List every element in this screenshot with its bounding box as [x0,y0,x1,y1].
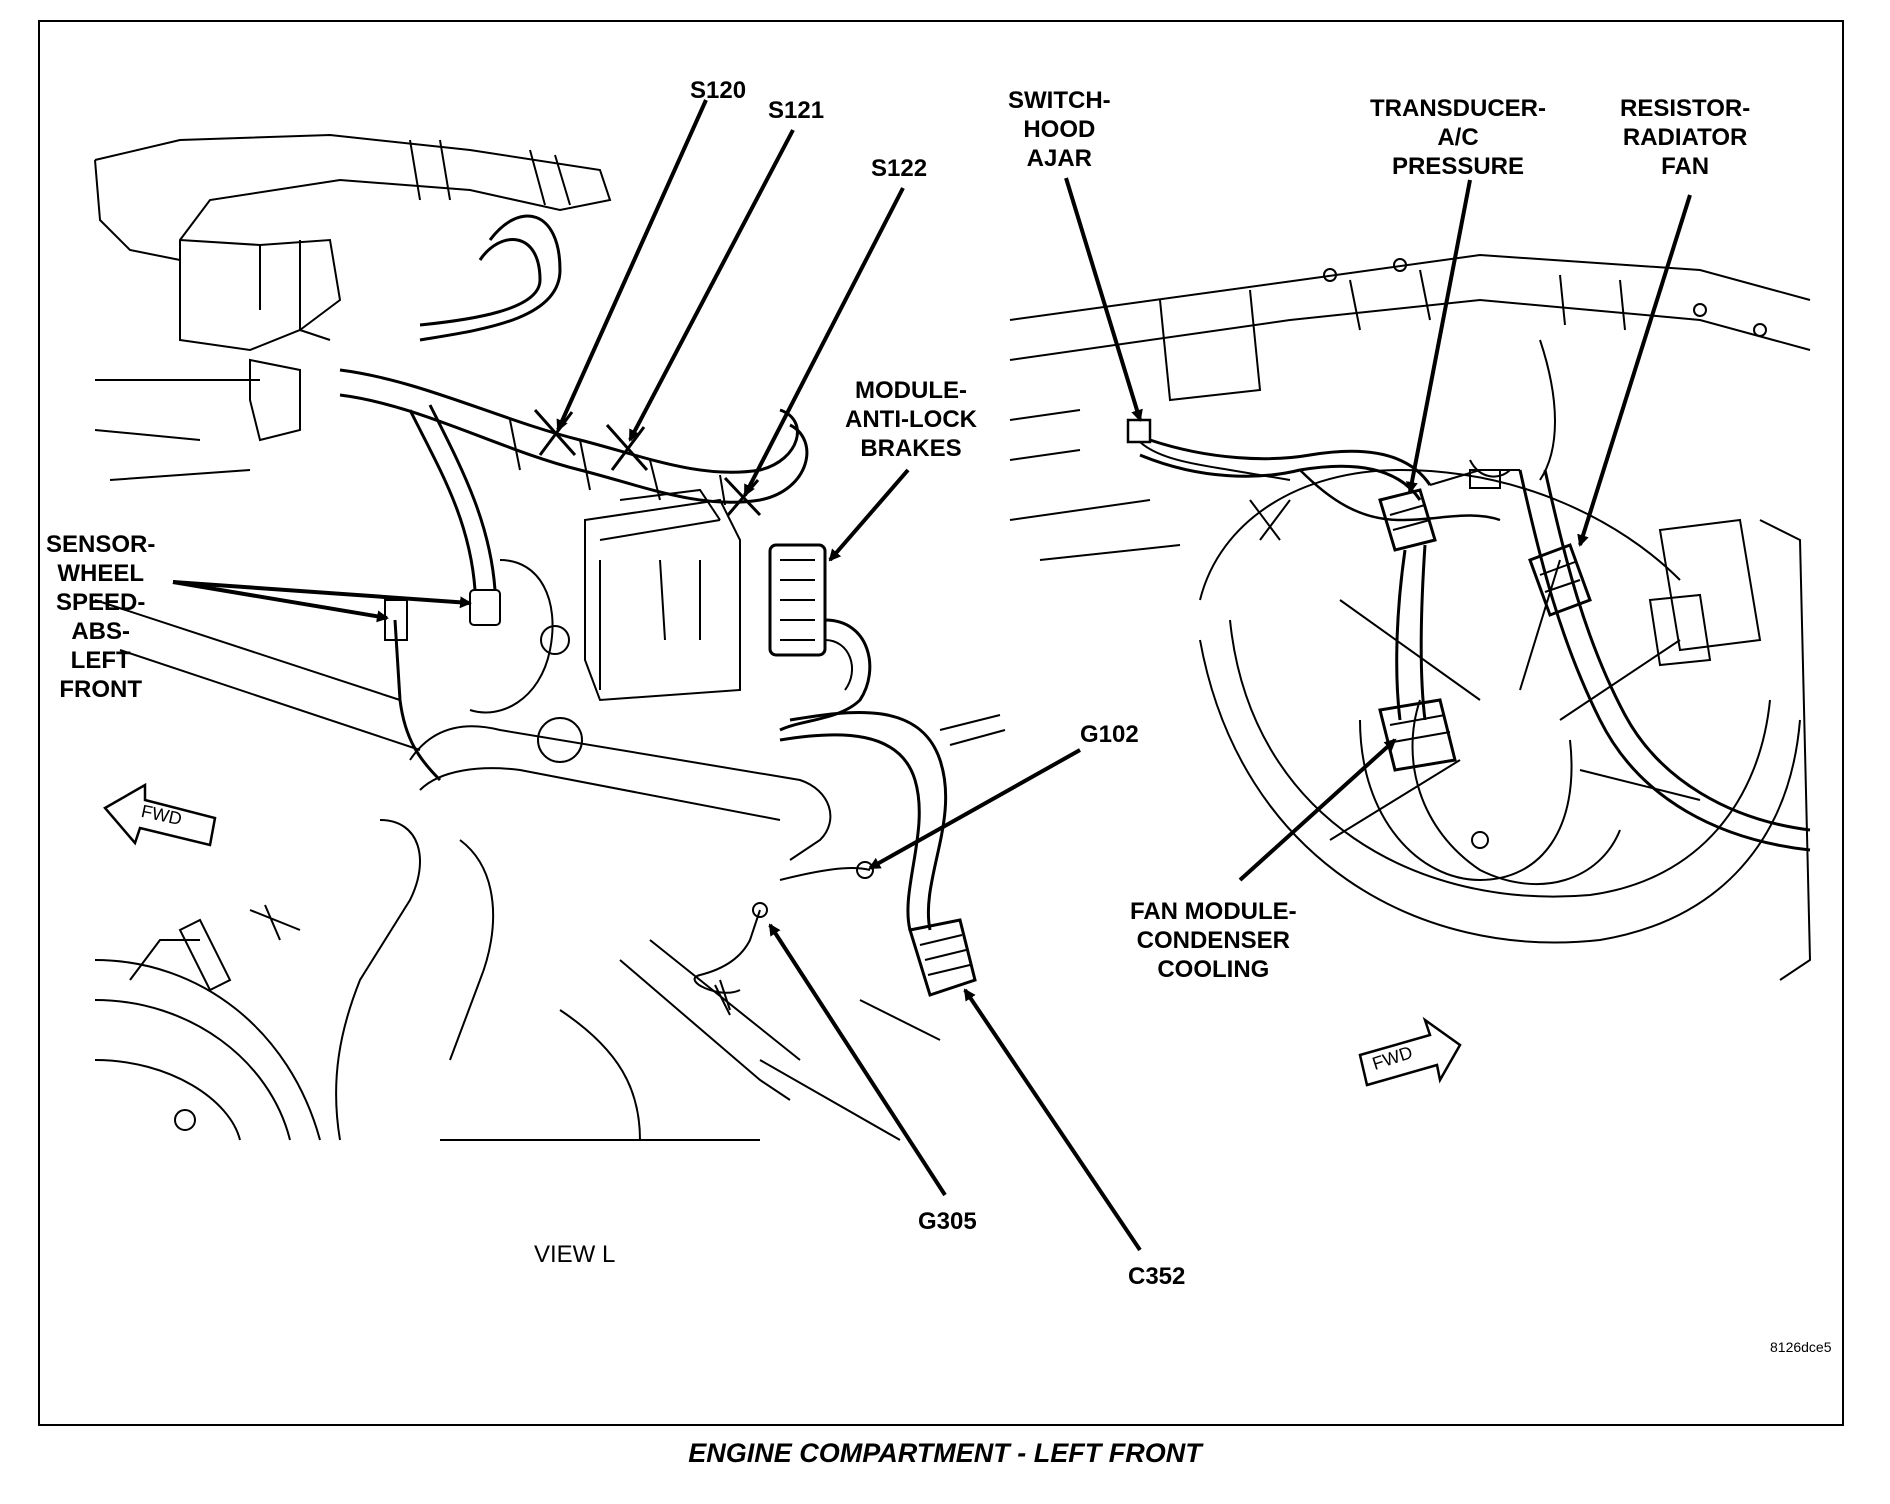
diagram-frame [38,20,1844,1426]
label-transducer: TRANSDUCER- A/C PRESSURE [1370,95,1546,180]
label-s121: S121 [768,97,825,124]
leader-module-abs [828,468,910,562]
leader-lines [172,99,1692,1252]
label-resistor: RESISTOR- RADIATOR FAN [1620,95,1751,180]
label-g305: G305 [918,1208,977,1235]
figure-id: 8126dce5 [1770,1339,1832,1355]
label-module-abs: MODULE- ANTI-LOCK BRAKES [845,377,977,462]
leader-s120 [556,99,708,432]
leader-s121 [628,129,795,442]
leader-transducer [1405,179,1472,494]
leader-g305 [768,923,947,1197]
label-c352: C352 [1128,1263,1186,1290]
leader-switch-hood [1064,177,1143,422]
leader-s122 [743,187,905,497]
label-g102: G102 [1080,721,1139,748]
label-sensor-wheel: SENSOR- WHEEL SPEED- ABS- LEFT FRONT [46,531,156,703]
leader-sensor-wheel-1 [172,580,472,609]
leader-fan-module [1238,738,1397,882]
fwd-arrow-right [1358,1016,1462,1087]
view-label: VIEW L [534,1241,616,1268]
leader-resistor [1577,194,1692,547]
label-s122: S122 [871,155,928,182]
leader-c352 [963,988,1142,1252]
fwd-arrow-left [103,782,217,847]
leader-sensor-wheel-2 [172,580,389,623]
leader-g102 [868,748,1081,870]
right-view-artwork [1009,253,1812,1087]
label-s120: S120 [690,77,747,104]
label-fan-module: FAN MODULE- CONDENSER COOLING [1130,898,1297,983]
label-switch-hood: SWITCH- HOOD AJAR [1008,87,1111,172]
left-view-artwork [94,133,1006,1141]
diagram-caption: ENGINE COMPARTMENT - LEFT FRONT [688,1438,1202,1468]
